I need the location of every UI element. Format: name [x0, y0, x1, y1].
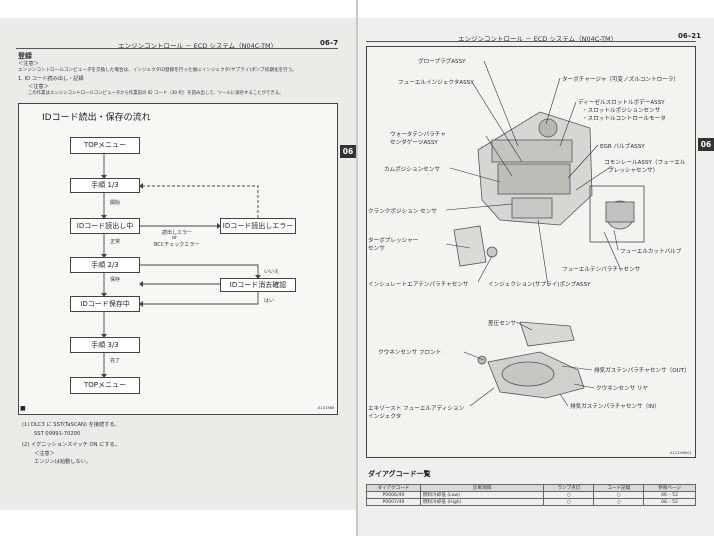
callout-common-rail-2: プレッシャセンサ） [608, 168, 659, 174]
callout-common-rail: コモンレールASSY（フューエル [604, 160, 686, 166]
callout-fuel-cut-valve: フューエルカットバルブ [620, 249, 682, 255]
callout-throttle-body: ディーゼルスロットルボデーASSY [578, 100, 665, 106]
callout-fuel-temp-sensor: フューエルテンパラチャセンサ [562, 267, 641, 273]
flow-reading: IDコード読出し中 [70, 218, 140, 234]
callout-glow-plug: グロープラグASSY [418, 59, 466, 65]
flow-read-error: IDコード読出しエラー [220, 218, 296, 234]
dtc-item: 燃料冷却低 (Low) [419, 491, 545, 499]
callout-egr-valve: EGR バルブASSY [600, 144, 645, 150]
flow-delete-confirm: IDコード消去確認 [220, 278, 296, 292]
callout-injection-pump: インジェクション(サプライ)ポンプASSY [488, 282, 591, 288]
table-row: P0007/49 燃料冷却低 (High) ○ ○ 06 – 52 [366, 498, 696, 506]
table-row: P0006/49 燃料冷却低 (Low) ○ ○ 06 – 52 [366, 491, 696, 499]
callout-o2-front: クウネンセンサ フロント [378, 350, 442, 356]
flow-label-done: 完了 [110, 358, 121, 364]
flow-label-bcc: BCCチェックエラー [154, 242, 200, 248]
callout-diff-pressure-sensor: 差圧センサ [488, 321, 516, 327]
flowchart-connectors [101, 154, 261, 378]
flow-step-1-3: 手順 1/3 [70, 178, 140, 193]
callout-exhaust-injector-2: インジェクタ [368, 414, 402, 420]
dtc-lamp: ○ [543, 498, 595, 506]
instruction-1-sst: SST 09991-70200 [34, 431, 81, 437]
dtc-table-header: ダイアグコード 診断項目 ランプ点灯 コード記憶 参照ページ [366, 484, 696, 492]
callout-intake-temp-sensor: インシュレートエアテンパラチャセンサ [368, 282, 469, 288]
right-top-margin [358, 0, 714, 18]
right-running-header: エンジンコントロール － ECD システム（N04C-TM） [458, 35, 618, 43]
dtc-header-memory: コード記憶 [593, 484, 645, 492]
callout-exhaust-temp-out: 排気ガステンパラチャセンサ（OUT） [594, 368, 690, 374]
callout-fuel-injector: フューエルインジェクタASSY [398, 80, 474, 86]
dtc-header-page: 参照ページ [643, 484, 696, 492]
callout-throttle-sensor: ・スロットルポジションセンサ [582, 108, 661, 114]
left-top-margin [0, 0, 356, 18]
flow-label-or: or [172, 235, 178, 241]
dtc-table: ダイアグコード 診断項目 ランプ点灯 コード記憶 参照ページ P0006/49 … [366, 484, 696, 506]
flow-label-yes: はい [264, 298, 275, 304]
callout-water-temp: ウォータテンパラチャ [390, 132, 446, 138]
callout-turbo-pressure: ターボプレッシャー [368, 238, 419, 244]
page-gutter [356, 0, 358, 536]
flow-label-start: 開始 [110, 200, 121, 206]
flow-label-read-error: 読出しエラー [162, 230, 193, 236]
note-3-text: エンジンは始動しない。 [34, 459, 92, 465]
dtc-header-item: 診断項目 [419, 484, 545, 492]
dtc-page: 06 – 52 [643, 498, 696, 506]
dtc-memory: ○ [593, 498, 645, 506]
dtc-item: 燃料冷却低 (High) [419, 498, 545, 506]
left-section-tab: 06 [340, 145, 356, 158]
flow-step-3-3: 手順 3/3 [70, 337, 140, 353]
flowchart-title: IDコード読出・保存の流れ [42, 113, 151, 123]
flow-top-menu-end: TOPメニュー [70, 377, 140, 394]
flow-saving: IDコード保存中 [70, 296, 140, 312]
dtc-lamp: ○ [543, 491, 595, 499]
right-page-number: 06–21 [678, 32, 701, 40]
callout-water-temp-2: センダゲージASSY [390, 140, 438, 146]
note-2-text: この作業はエンジンコントロールコンピュータから作業前の ID コード（30 桁）… [28, 91, 284, 96]
callout-crank-sensor: クランクポジション センサ [368, 209, 437, 215]
flow-corner-mark: ■ [20, 405, 26, 412]
instruction-1: (1) DLC3 に SST(TaSCAN) を接続する。 [22, 422, 120, 428]
dtc-list-title: ダイアグコード一覧 [368, 470, 431, 478]
right-header-rule [366, 41, 696, 42]
callout-turbo: ターボチャージャ（可変ノズルコントローラ） [562, 77, 679, 83]
left-page-number: 06–7 [320, 39, 339, 47]
dtc-page: 06 – 52 [643, 491, 696, 499]
flow-label-save: 保存 [110, 277, 121, 283]
callout-exhaust-temp-in: 排気ガステンパラチャセンサ（IN） [570, 404, 660, 410]
callout-o2-rear: クウネンセンサ リヤ [596, 386, 649, 392]
callout-throttle-motor: ・スロットルコントロールモータ [582, 116, 666, 122]
dtc-memory: ○ [593, 491, 645, 499]
flow-label-normal: 正常 [110, 239, 121, 245]
note-heading: ＜注意＞ [18, 61, 39, 67]
dtc-header-lamp: ランプ点灯 [543, 484, 595, 492]
flow-step-2-3: 手順 2/3 [70, 257, 140, 273]
instruction-2: (2) イグニッションスイッチ ON にする。 [22, 442, 120, 448]
dtc-code: P0006/49 [366, 491, 421, 499]
note-3-heading: ＜注意＞ [34, 451, 55, 457]
callout-turbo-pressure-2: センサ [368, 246, 385, 252]
right-section-tab: 06 [698, 138, 714, 151]
left-running-header: エンジンコントロール － ECD システム（N04C-TM） [118, 42, 278, 50]
section-title: 登録 [18, 52, 32, 60]
left-bottom-margin [0, 510, 356, 536]
callout-exhaust-injector: エキゾースト フューエルアディション [368, 406, 465, 412]
dtc-code: P0007/49 [366, 498, 421, 506]
dtc-header-code: ダイアグコード [366, 484, 421, 492]
callout-cam-sensor: カムポジションセンサ [384, 167, 440, 173]
left-header-rule [16, 48, 338, 49]
flow-top-menu: TOPメニュー [70, 137, 140, 154]
figure-id: A131566J01 [670, 451, 692, 455]
note-text: エンジンコントロールコンピュータを交換した場合は、インジェクタID登録を行った後… [18, 68, 297, 73]
note-2-heading: ＜注意＞ [28, 84, 49, 90]
flow-footnote: A131560 [318, 406, 335, 410]
flow-label-no: いいえ [264, 269, 280, 275]
step-1-heading: 1. ID コード読み出し・記録 [18, 76, 84, 82]
